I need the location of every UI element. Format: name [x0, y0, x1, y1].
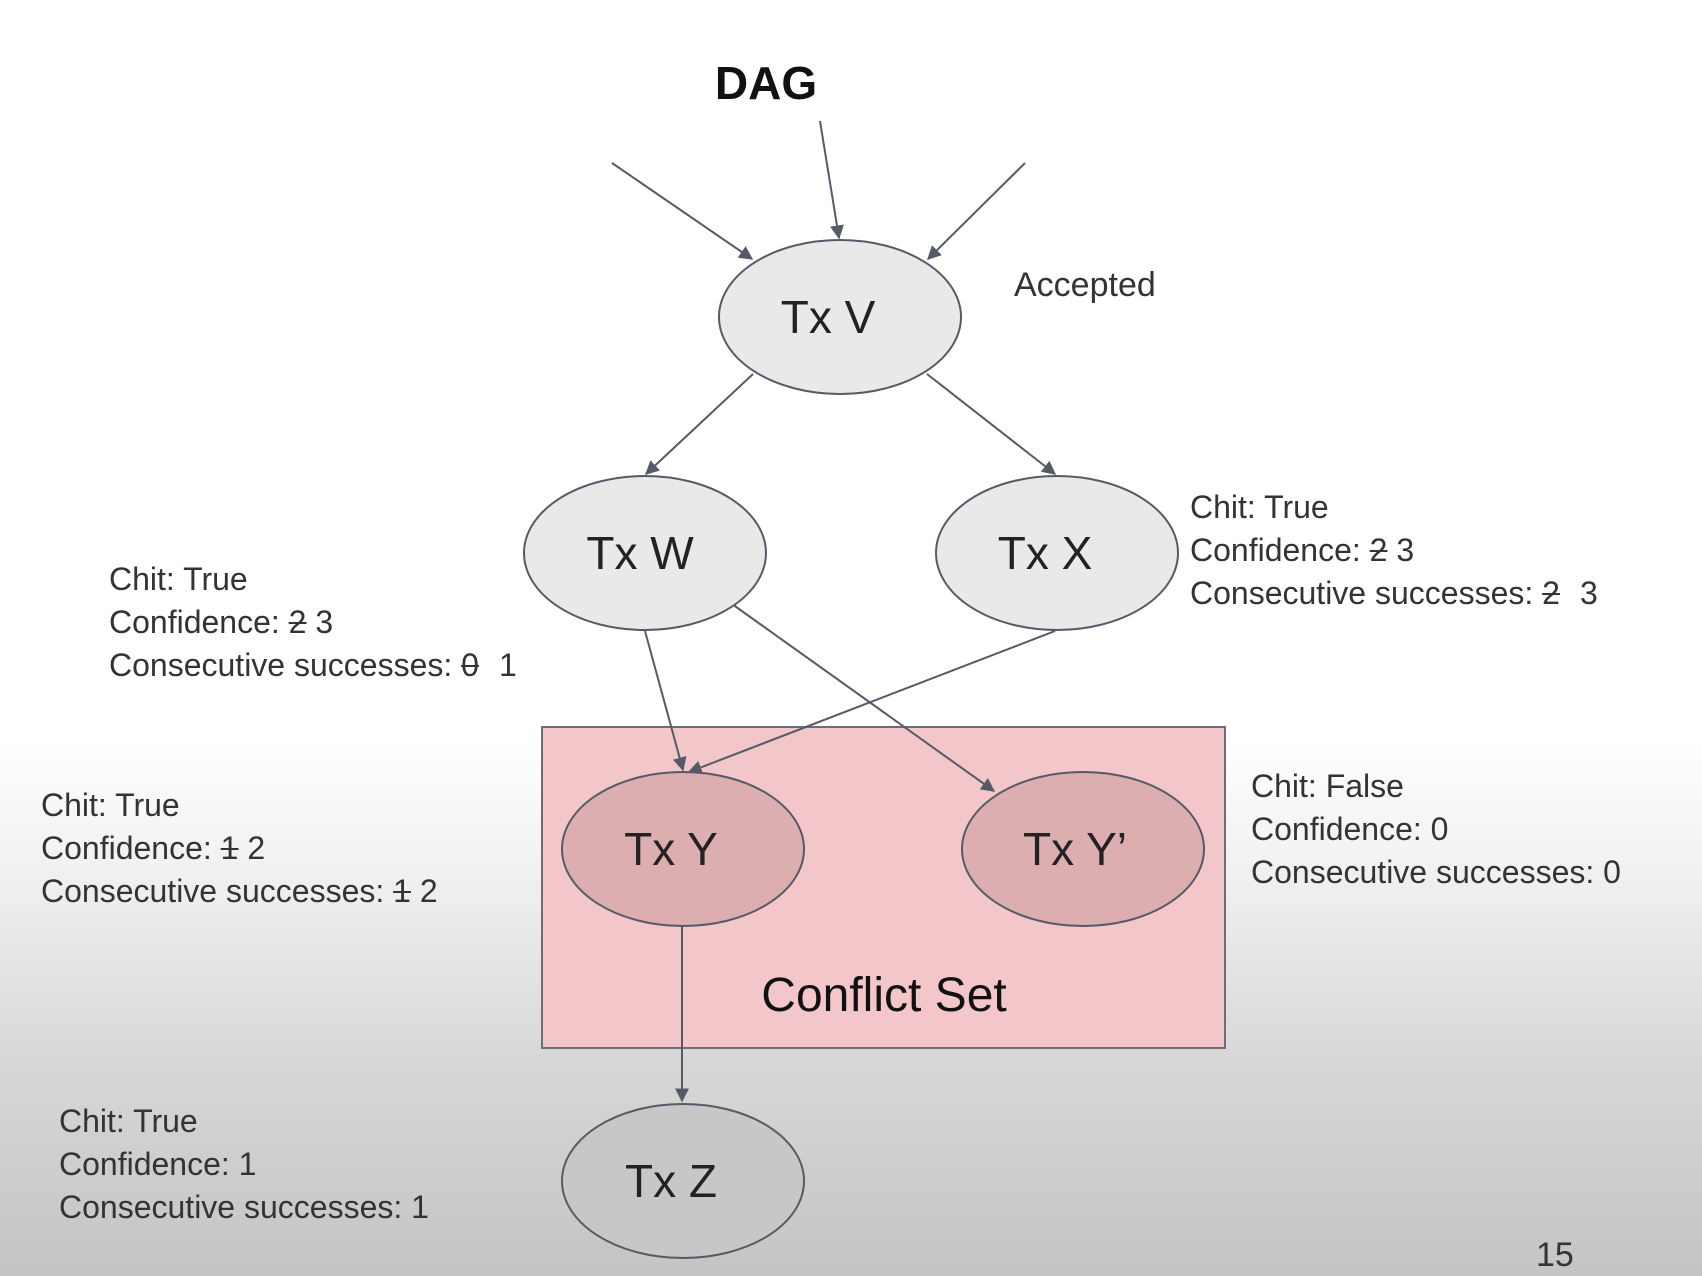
- info-tx-z-successes: Consecutive successes: 1: [59, 1189, 429, 1225]
- successes-new-value: 1: [499, 647, 517, 683]
- edge-x-to-y: [687, 630, 1056, 775]
- successes-prefix: Consecutive successes:: [41, 873, 394, 909]
- info-tx-x-chit: Chit: True: [1190, 489, 1329, 525]
- node-tx-w-shape: [523, 475, 767, 631]
- confidence-prefix: Confidence:: [41, 830, 221, 866]
- node-tx-y-prime-label: Tx Y’: [1023, 823, 1127, 875]
- info-tx-z-confidence: Confidence: 1: [59, 1146, 257, 1182]
- info-tx-w-chit: Chit: True: [109, 561, 248, 597]
- info-tx-y-prime: Chit: False Confidence: 0 Consecutive su…: [1251, 765, 1621, 894]
- info-tx-z-chit: Chit: True: [59, 1103, 198, 1139]
- confidence-new-value: 3: [1396, 532, 1415, 568]
- node-tx-y-label: Tx Y: [624, 823, 718, 875]
- successes-prefix: Consecutive successes:: [1190, 575, 1543, 611]
- successes-prefix: Consecutive successes:: [109, 647, 462, 683]
- info-tx-w-confidence: Confidence: 2 3: [109, 601, 517, 644]
- conflict-set-label: Conflict Set: [761, 969, 1006, 1022]
- info-tx-x-successes: Consecutive successes: 2 3: [1190, 572, 1598, 615]
- info-tx-y-successes: Consecutive successes: 1 2: [41, 870, 438, 913]
- node-tx-w-label: Tx W: [586, 527, 694, 579]
- confidence-new-value: 3: [315, 604, 334, 640]
- node-tx-y-shape: [561, 771, 805, 927]
- node-tx-v: Tx V: [718, 239, 962, 395]
- info-tx-y-prime-chit: Chit: False: [1251, 768, 1404, 804]
- confidence-new-value: 2: [247, 830, 266, 866]
- edge-incoming-right: [927, 162, 1026, 260]
- edges: [611, 120, 1057, 1103]
- node-tx-z-shape: [561, 1103, 805, 1259]
- edge-v-to-w: [644, 373, 754, 475]
- edge-v-to-x: [926, 373, 1057, 475]
- edge-incoming-left: [611, 162, 754, 260]
- successes-old-value: 0: [461, 647, 479, 683]
- confidence-old-value: 1: [220, 830, 239, 866]
- node-tx-z-label: Tx Z: [625, 1155, 717, 1207]
- confidence-old-value: 2: [1369, 532, 1388, 568]
- page-number: 15: [1536, 1236, 1574, 1274]
- node-tx-y-prime-shape: [961, 771, 1205, 927]
- diagram-title: DAG: [714, 57, 818, 109]
- info-tx-w: Chit: True Confidence: 2 3 Consecutive s…: [109, 558, 517, 687]
- info-tx-y-confidence: Confidence: 1 2: [41, 827, 438, 870]
- successes-new-value: 2: [419, 873, 438, 909]
- successes-new-value: 3: [1580, 575, 1598, 611]
- node-tx-x: Tx X: [935, 475, 1179, 631]
- confidence-old-value: 2: [288, 604, 307, 640]
- node-tx-w: Tx W: [523, 475, 767, 631]
- successes-old-value: 1: [393, 873, 411, 909]
- node-tx-x-label: Tx X: [998, 527, 1093, 579]
- node-tx-y-prime: Tx Y’: [961, 771, 1205, 927]
- node-tx-v-shape: [718, 239, 962, 395]
- edge-incoming-center: [819, 120, 844, 240]
- node-tx-x-shape: [935, 475, 1179, 631]
- successes-old-value: 2: [1542, 575, 1560, 611]
- node-tx-v-label: Tx V: [781, 291, 876, 343]
- edge-w-to-y: [644, 630, 687, 772]
- info-tx-y-prime-confidence: Confidence: 0: [1251, 811, 1449, 847]
- node-tx-y: Tx Y: [561, 771, 805, 927]
- edge-w-to-y-prime: [717, 593, 996, 792]
- info-tx-y-prime-successes: Consecutive successes: 0: [1251, 854, 1621, 890]
- info-tx-x: Chit: True Confidence: 2 3 Consecutive s…: [1190, 486, 1598, 615]
- info-tx-y-chit: Chit: True: [41, 787, 180, 823]
- info-tx-x-confidence: Confidence: 2 3: [1190, 529, 1598, 572]
- status-accepted: Accepted: [1014, 266, 1156, 304]
- node-tx-z: Tx Z: [561, 1103, 805, 1259]
- info-tx-z: Chit: True Confidence: 1 Consecutive suc…: [59, 1100, 429, 1229]
- info-tx-y: Chit: True Confidence: 1 2 Consecutive s…: [41, 784, 438, 913]
- info-tx-w-successes: Consecutive successes: 0 1: [109, 644, 517, 687]
- confidence-prefix: Confidence:: [1190, 532, 1370, 568]
- confidence-prefix: Confidence:: [109, 604, 289, 640]
